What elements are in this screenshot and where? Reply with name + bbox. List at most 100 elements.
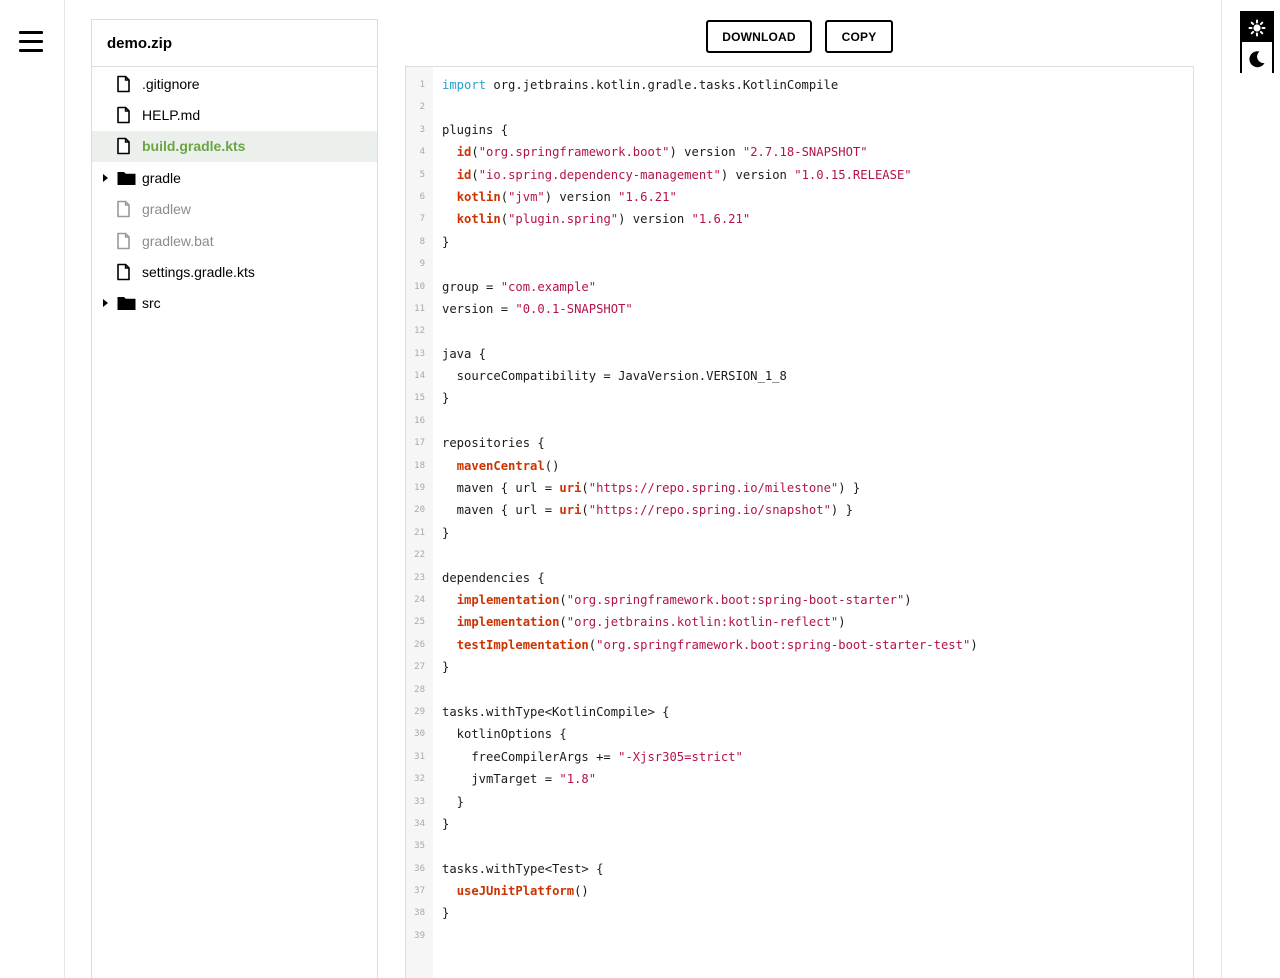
code-token: tasks.withType<Test> { xyxy=(442,861,604,876)
code-line-text: } xyxy=(442,231,449,253)
tree-item-label: .gitignore xyxy=(142,75,200,92)
tree-file[interactable]: settings.gradle.kts xyxy=(92,256,377,287)
code-token: ) } xyxy=(838,481,861,496)
code-line: 20 maven { url = uri("https://repo.sprin… xyxy=(406,499,1193,521)
file-icon xyxy=(117,232,130,249)
code-token: } xyxy=(442,816,450,831)
code-token: "org.springframework.boot:spring-boot-st… xyxy=(566,592,905,607)
code-token: ( xyxy=(471,145,479,160)
code-token xyxy=(442,212,457,226)
code-token: implementation xyxy=(456,592,560,607)
code-line-text: tasks.withType<Test> { xyxy=(442,858,603,880)
code-line-text: } xyxy=(442,791,464,813)
code-token: "1.0.15.RELEASE" xyxy=(794,167,912,182)
code-token xyxy=(442,615,457,629)
code-token: useJUnitPlatform xyxy=(456,884,575,899)
line-number: 39 xyxy=(414,930,425,941)
code-line: 28 xyxy=(406,679,1193,701)
code-line-text: testImplementation("org.springframework.… xyxy=(442,634,978,656)
line-number: 17 xyxy=(414,438,425,449)
code-line-text: } xyxy=(442,813,449,835)
moon-icon[interactable] xyxy=(1242,44,1272,73)
code-line-text: } xyxy=(442,656,449,678)
code-token xyxy=(442,459,457,473)
code-line: 12 xyxy=(406,320,1193,342)
line-number: 35 xyxy=(414,841,425,852)
code-line-text: freeCompilerArgs += "-Xjsr305=strict" xyxy=(442,746,743,768)
download-button[interactable]: DOWNLOAD xyxy=(706,20,812,53)
code-token: ) version xyxy=(618,212,692,227)
code-line: 9 xyxy=(406,253,1193,275)
tree-file[interactable]: .gitignore xyxy=(92,68,377,99)
code-token xyxy=(442,190,457,204)
code-line: 13 java { xyxy=(406,343,1193,365)
code-line: 14 sourceCompatibility = JavaVersion.VER… xyxy=(406,365,1193,387)
line-number: 33 xyxy=(414,796,425,807)
code-line-text: } xyxy=(442,387,449,409)
code-token: ( xyxy=(581,503,589,518)
code-token: import xyxy=(442,78,487,92)
line-number: 37 xyxy=(414,886,425,897)
code-line-text: java { xyxy=(442,343,486,365)
code-line: 37 useJUnitPlatform() xyxy=(406,880,1193,902)
file-icon xyxy=(117,263,130,281)
line-number: 11 xyxy=(414,303,425,314)
line-number: 20 xyxy=(414,505,425,516)
code-token: maven { url = xyxy=(442,503,560,518)
code-token: ( xyxy=(559,592,567,607)
menu-icon[interactable] xyxy=(19,31,43,53)
copy-button[interactable]: COPY xyxy=(825,20,893,53)
code-token: "0.0.1-SNAPSHOT" xyxy=(515,301,633,316)
tree-file[interactable]: gradlew.bat xyxy=(92,225,377,256)
code-token: maven { url = xyxy=(442,481,560,496)
code-line-text: sourceCompatibility = JavaVersion.VERSIO… xyxy=(442,365,787,387)
code-token: } xyxy=(442,660,450,675)
tree-file[interactable]: HELP.md xyxy=(92,99,377,130)
code-token: "jvm" xyxy=(508,189,545,204)
code-token: dependencies { xyxy=(442,570,545,585)
line-number: 22 xyxy=(414,550,425,561)
tree-folder[interactable]: gradle xyxy=(92,162,377,193)
caret-right-icon[interactable] xyxy=(103,173,108,182)
line-number: 24 xyxy=(414,594,425,605)
tree-file[interactable]: build.gradle.kts xyxy=(92,130,377,163)
code-token: } xyxy=(442,234,450,249)
caret-right-icon[interactable] xyxy=(103,299,108,308)
code-token: sourceCompatibility = JavaVersion.VERSIO… xyxy=(442,369,787,384)
code-line: 30 kotlinOptions { xyxy=(406,723,1193,745)
code-line: 4 id("org.springframework.boot") version… xyxy=(406,141,1193,163)
line-number: 30 xyxy=(414,729,425,740)
line-number: 4 xyxy=(419,147,425,158)
code-token: id xyxy=(456,167,472,182)
folder-icon xyxy=(117,170,136,185)
tree-folder[interactable]: src xyxy=(92,288,377,319)
line-number: 14 xyxy=(414,371,425,382)
line-number: 5 xyxy=(419,169,425,180)
code-line: 27} xyxy=(406,656,1193,678)
line-number: 8 xyxy=(419,236,425,247)
code-token: kotlinOptions { xyxy=(442,727,567,742)
code-token: "org.springframework.boot" xyxy=(478,145,670,160)
line-number: 6 xyxy=(419,191,425,202)
code-token: ( xyxy=(500,189,509,204)
code-token: freeCompilerArgs += xyxy=(442,749,619,764)
code-line: 11 version = "0.0.1-SNAPSHOT" xyxy=(406,298,1193,320)
tree-item-label: gradlew.bat xyxy=(142,232,214,249)
code-line-text: } xyxy=(442,522,449,544)
sun-icon[interactable] xyxy=(1242,13,1272,42)
line-number: 13 xyxy=(414,348,425,359)
code-token: jvmTarget = xyxy=(442,772,560,787)
code-token: plugins { xyxy=(442,122,509,137)
code-line-text: maven { url = uri("https://repo.spring.i… xyxy=(442,477,861,499)
line-number: 25 xyxy=(414,617,425,628)
line-number: 34 xyxy=(414,818,425,829)
code-line: 35 xyxy=(406,835,1193,857)
code-token: version = xyxy=(442,301,516,316)
file-icon xyxy=(117,200,130,218)
folder-icon xyxy=(117,296,136,311)
code-line-text: id("io.spring.dependency-management") ve… xyxy=(442,164,912,186)
tree-file[interactable]: gradlew xyxy=(92,194,377,225)
